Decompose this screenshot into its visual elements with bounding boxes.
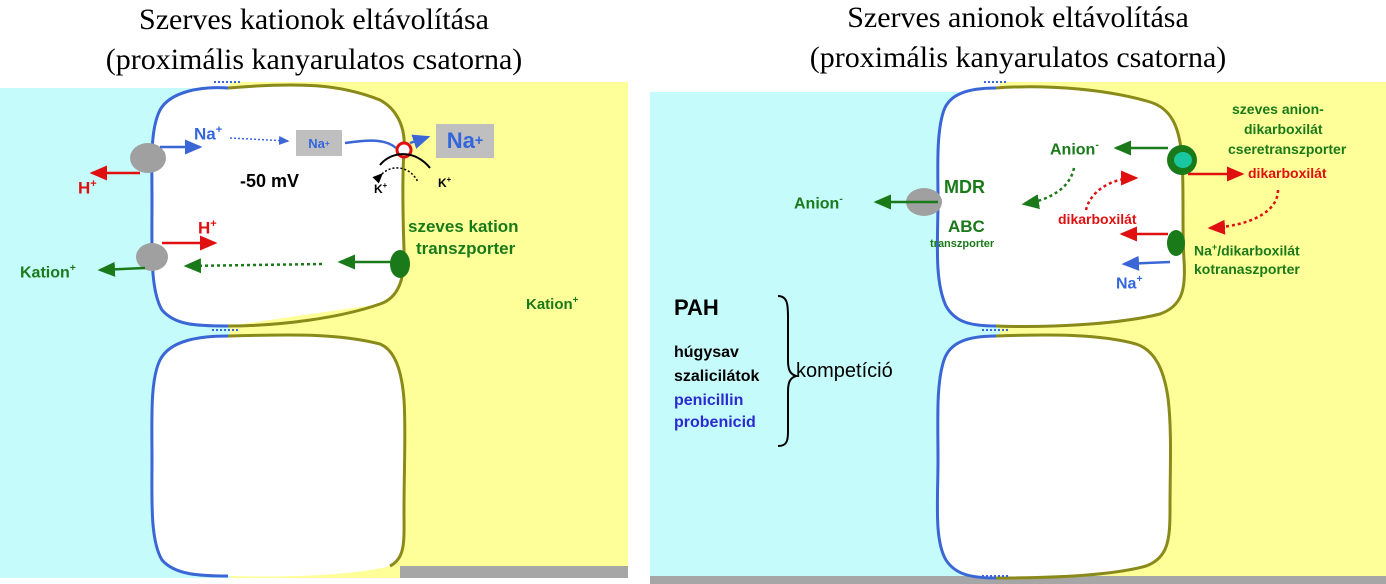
upper-cell-body: [937, 86, 1185, 327]
anion-panel: Szerves anionok eltávolítása (proximális…: [650, 0, 1386, 584]
dicarboxylate-recycle-arrow: [1084, 170, 1139, 211]
na-entry-arrow: [1121, 255, 1171, 271]
anion-exchanger-core: [1174, 152, 1192, 168]
kation-label-interstitium: Kation+: [526, 295, 579, 313]
kation-h-exchanger: [136, 243, 168, 271]
na-dicarboxylate-cotransporter: [1167, 230, 1185, 256]
lower-cell-basolateral-membrane: [995, 333, 1172, 580]
kompeticio-label: kompetíció: [796, 360, 893, 382]
h-label-1: H+: [78, 178, 97, 198]
basement-bar: [650, 576, 1386, 584]
anion-title-line2: (proximális kanyarulatos csatorna): [809, 41, 1227, 74]
kation-label-lumen: Kation+: [20, 263, 76, 282]
cotransporter-label-1: Na+/dikarboxilát: [1194, 242, 1300, 259]
na-exit-arrow: [409, 134, 431, 149]
lower-cell-body: [151, 334, 405, 577]
kation-exit-arrow: [97, 261, 146, 277]
penicillin-label: penicillin: [674, 392, 744, 409]
na-diffusion-arrow: [229, 136, 290, 146]
competition-brace: [777, 295, 800, 447]
lower-cell-apical-membrane: [935, 334, 997, 580]
lower-cell-basolateral-membrane: [227, 333, 407, 568]
probenicid-label: probenicid: [674, 414, 756, 431]
k-label-1: K+: [374, 181, 388, 196]
k-entry-arc: [372, 167, 419, 184]
anion-diagram-svg: [777, 81, 1280, 580]
upper-cell-apical-membrane: [150, 86, 229, 328]
upper-cell-basolateral-membrane: [995, 85, 1186, 328]
dikarboxilat-label-cell: dikarboxilát: [1058, 211, 1137, 227]
h-label-2: H+: [198, 218, 217, 238]
mdr-label: MDR: [944, 177, 985, 197]
upper-cell-basolateral-membrane: [227, 83, 406, 328]
na-label: Na+: [1116, 274, 1143, 293]
cation-transporter-label-2: transzporter: [416, 239, 516, 258]
cation-panel: Szerves kationok eltávolítása (proximáli…: [0, 0, 628, 584]
dikarboxilat-label-interstitium: dikarboxilát: [1248, 165, 1327, 181]
szalicilatok-label: szalicilátok: [674, 368, 760, 385]
cation-title-line1: Szerves kationok eltávolítása: [139, 3, 489, 36]
k-label-2: K+: [438, 175, 452, 190]
cation-title-line2: (proximális kanyarulatos csatorna): [105, 43, 523, 76]
pump-arc: [379, 153, 431, 169]
abc-sublabel: transzporter: [930, 238, 995, 250]
exchanger-label-1: szeves anion-: [1232, 101, 1324, 117]
anion-label-cell: Anion-: [1050, 140, 1099, 159]
abc-label: ABC: [948, 217, 985, 236]
na-pump-entry-arc: [344, 139, 397, 149]
upper-cell-body: [151, 84, 405, 326]
kation-diffusion-arrow: [183, 258, 323, 274]
organic-cation-transporter: [390, 250, 410, 278]
cation-diagram-svg: [89, 81, 431, 578]
anion-title-line1: Szerves anionok eltávolítása: [847, 1, 1189, 34]
anion-diffusion-arrow: [1021, 167, 1076, 210]
dicarboxylate-interstitium-arrow: [1207, 189, 1280, 235]
lower-cell-body: [937, 334, 1171, 578]
exchanger-label-3: cseretranszporter: [1228, 141, 1347, 157]
cation-transporter-label-1: szeves kation: [408, 217, 519, 236]
basement-bar: [400, 566, 628, 578]
hugysav-label: húgysav: [674, 344, 739, 361]
lower-cell-apical-membrane: [150, 334, 229, 578]
na-label: Na+: [194, 124, 223, 144]
exchanger-label-2: dikarboxilát: [1244, 121, 1323, 137]
na-box-large: Na+: [436, 124, 494, 158]
na-box-small: Na+: [296, 130, 342, 156]
pah-label: PAH: [674, 295, 719, 320]
na-h-exchanger: [130, 143, 166, 173]
anion-label-lumen: Anion-: [794, 194, 843, 213]
membrane-potential-label: -50 mV: [240, 171, 300, 191]
cotransporter-label-2: kotranaszporter: [1194, 261, 1300, 277]
